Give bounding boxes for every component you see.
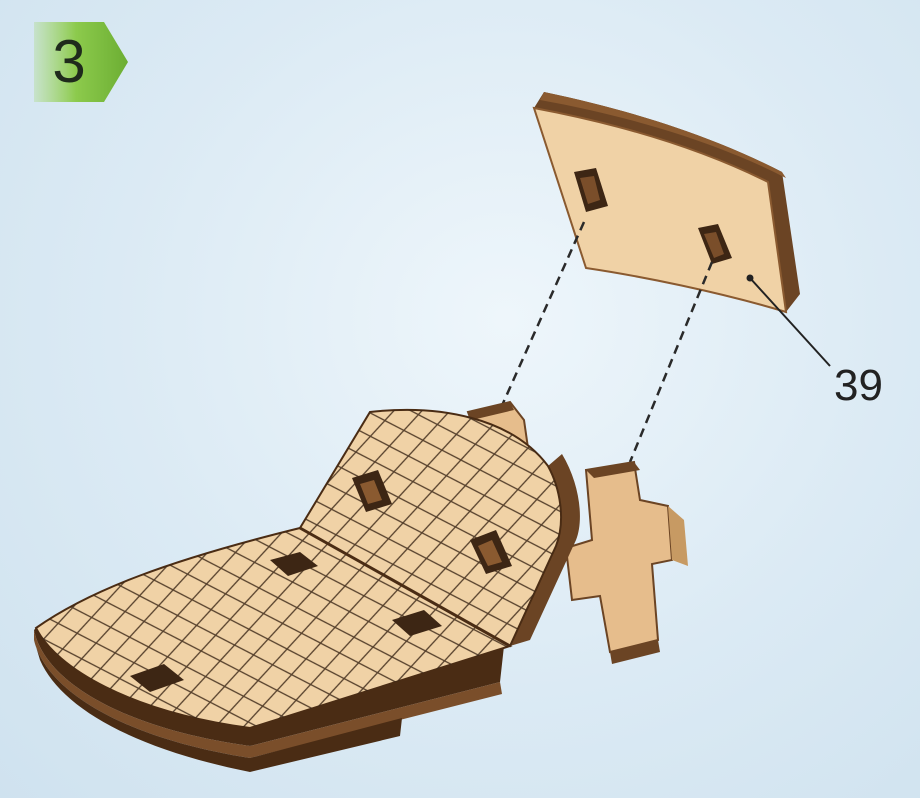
part-39-panel	[534, 92, 800, 312]
step-number: 3	[34, 22, 104, 102]
assembly-guide-left	[500, 222, 584, 410]
part-label-39: 39	[834, 364, 883, 408]
base-assembly	[34, 402, 688, 772]
assembly-guide-right	[630, 262, 712, 462]
